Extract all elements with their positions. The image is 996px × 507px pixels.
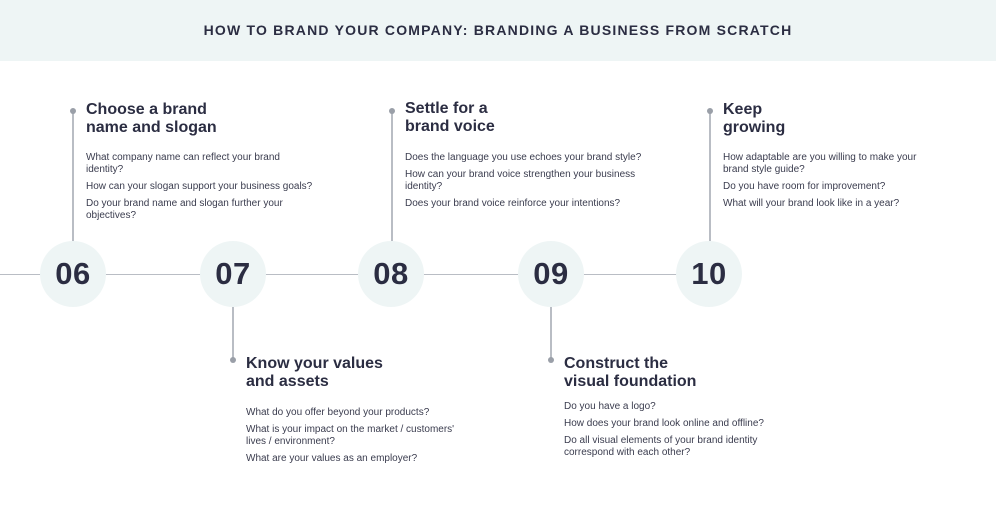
step-number: 07: [215, 256, 251, 291]
step-title-line: and assets: [246, 373, 329, 390]
question-list-06: What company name can reflect your brand…: [86, 152, 316, 227]
question: Do you have a logo?: [564, 401, 656, 412]
step-circle-10: 10: [676, 241, 742, 307]
question: What are your values as an employer?: [246, 453, 418, 464]
page-title: HOW TO BRAND YOUR COMPANY: BRANDING A BU…: [203, 22, 793, 38]
step-title-line: Choose a brand: [86, 101, 207, 118]
question-list-09: Do you have a logo? How does your brand …: [564, 401, 794, 464]
connector-dot-07: [230, 357, 236, 363]
step-title-line: Keep: [723, 101, 763, 118]
question: How adaptable are you willing to make yo…: [723, 152, 917, 175]
step-title-line: visual foundation: [564, 373, 697, 390]
step-number: 08: [373, 256, 409, 291]
question-list-07: What do you offer beyond your products? …: [246, 407, 456, 470]
step-title-09: Construct the visual foundation: [564, 355, 764, 391]
step-title-06: Choose a brand name and slogan: [86, 101, 276, 137]
header-banner: HOW TO BRAND YOUR COMPANY: BRANDING A BU…: [0, 0, 996, 61]
connector-08: [391, 113, 393, 241]
connector-09: [550, 307, 552, 359]
step-title-line: name and slogan: [86, 119, 217, 136]
question: Do all visual elements of your brand ide…: [564, 435, 758, 458]
question: What do you offer beyond your products?: [246, 407, 430, 418]
step-title-line: brand voice: [405, 118, 495, 135]
question: How can your slogan support your busines…: [86, 181, 313, 192]
question: Do you have room for improvement?: [723, 181, 886, 192]
question: How can your brand voice strengthen your…: [405, 169, 636, 192]
question: Does the language you use echoes your br…: [405, 152, 642, 163]
question: What will your brand look like in a year…: [723, 198, 900, 209]
step-number: 06: [55, 256, 91, 291]
connector-dot-06: [70, 108, 76, 114]
question: Do your brand name and slogan further yo…: [86, 198, 283, 221]
step-circle-07: 07: [200, 241, 266, 307]
connector-10: [709, 113, 711, 241]
connector-dot-09: [548, 357, 554, 363]
connector-dot-08: [389, 108, 395, 114]
step-title-line: Know your values: [246, 355, 383, 372]
step-circle-08: 08: [358, 241, 424, 307]
step-number: 09: [533, 256, 569, 291]
step-title-08: Settle for a brand voice: [405, 100, 595, 136]
connector-dot-10: [707, 108, 713, 114]
question: Does your brand voice reinforce your int…: [405, 198, 621, 209]
question-list-10: How adaptable are you willing to make yo…: [723, 152, 933, 215]
connector-07: [232, 307, 234, 359]
question: What is your impact on the market / cust…: [246, 424, 455, 447]
step-title-07: Know your values and assets: [246, 355, 436, 391]
step-title-10: Keep growing: [723, 101, 913, 137]
step-circle-09: 09: [518, 241, 584, 307]
question: How does your brand look online and offl…: [564, 418, 764, 429]
step-title-line: Construct the: [564, 355, 668, 372]
step-circle-06: 06: [40, 241, 106, 307]
step-title-line: growing: [723, 119, 786, 136]
step-title-line: Settle for a: [405, 100, 488, 117]
connector-06: [72, 113, 74, 241]
question-list-08: Does the language you use echoes your br…: [405, 152, 650, 215]
timeline-line: [0, 274, 710, 275]
step-number: 10: [691, 256, 727, 291]
question: What company name can reflect your brand…: [86, 152, 280, 175]
